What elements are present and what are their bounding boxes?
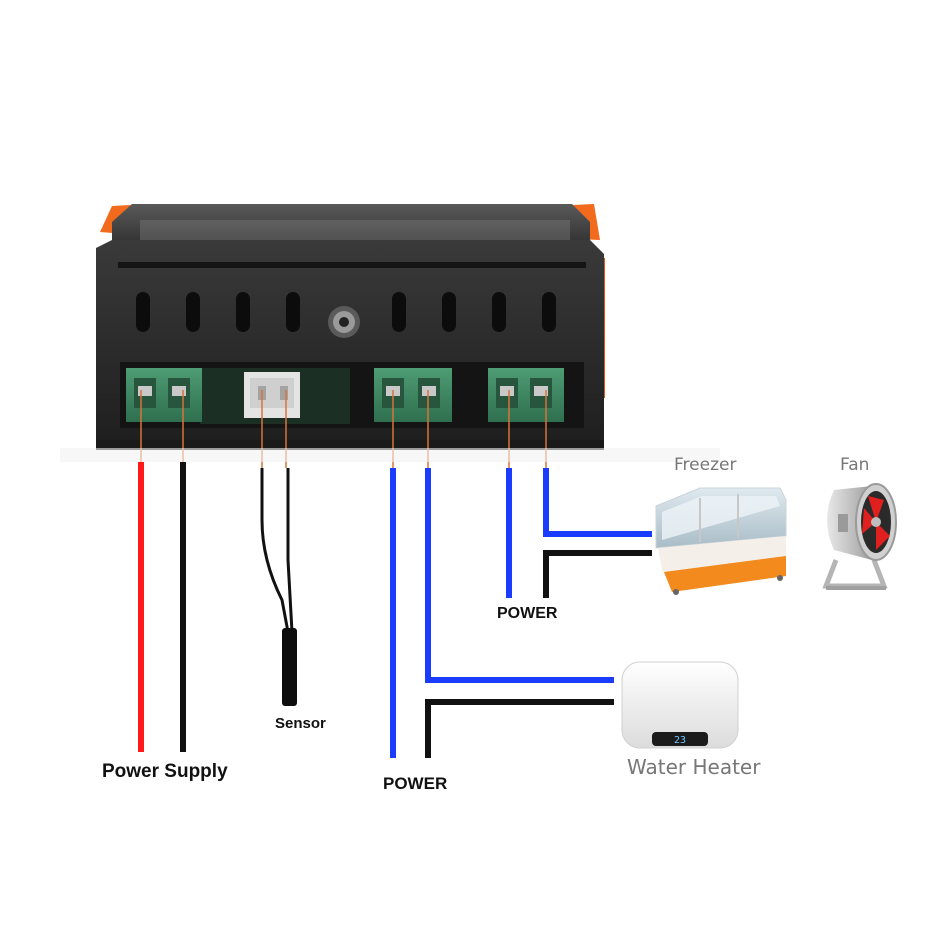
sensor-connector [244,372,300,418]
controller-unit [96,204,605,450]
fan-icon [822,483,897,590]
heater-display-value: 23 [674,735,686,746]
power-supply-label: Power Supply [102,761,228,782]
sensor-cable [260,468,297,706]
sensor-label: Sensor [275,715,326,732]
terminal-block-cooler [488,368,564,422]
terminal-block-heater [374,368,452,422]
sensor-probe [282,628,297,706]
water-heater-label: Water Heater [627,755,761,779]
freezer-icon [655,487,787,595]
heater-wires [390,468,614,758]
fan-label: Fan [840,455,870,475]
freezer-label: Freezer [674,455,737,475]
power-label-freezer: POWER [497,605,558,622]
water-heater-icon: 23 [621,661,739,749]
power-supply-wires [138,462,186,752]
audio-jack [328,306,360,338]
vent-slots [136,292,556,332]
terminal-block-power-supply [126,368,202,422]
freezer-wires [506,468,652,598]
power-label-heater: POWER [383,774,448,793]
